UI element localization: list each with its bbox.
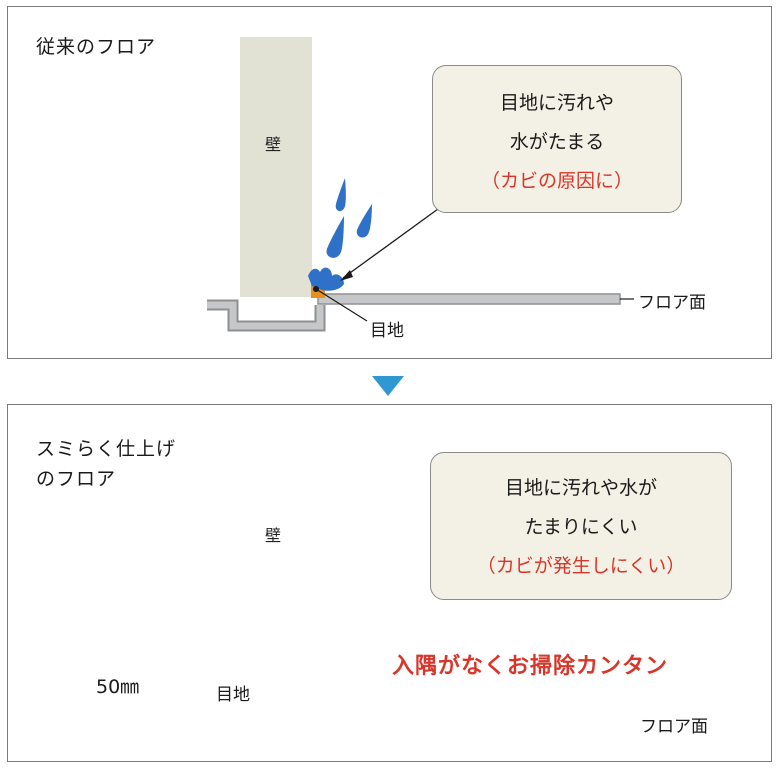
bottom-callout-line3: （カビが発生しにくい） [476, 555, 686, 577]
top-wall-label: 壁 [265, 135, 282, 154]
down-arrow-icon [372, 376, 404, 396]
top-floor-trim [207, 299, 326, 332]
bottom-panel-title-line2: のフロア [36, 468, 117, 490]
top-panel-title: 従来のフロア [36, 36, 157, 58]
top-callout-arrowhead [340, 270, 353, 281]
top-joint-label: 目地 [370, 321, 404, 341]
bottom-callout: 目地に汚れや水が たまりにくい （カビが発生しにくい） [430, 452, 732, 600]
top-callout-pointer [342, 208, 439, 279]
slogan: 入隅がなくお掃除カンタン [392, 654, 669, 679]
height-dimension-label: 50㎜ [96, 676, 140, 698]
top-water-drop [326, 216, 344, 258]
top-puddle [308, 267, 344, 291]
top-callout-line1: 目地に汚れや [499, 92, 614, 114]
top-water-drop [335, 178, 346, 212]
top-joint-leader [315, 288, 368, 322]
top-callout-line2: 水がたまる [509, 131, 605, 153]
top-callout: 目地に汚れや 水がたまる （カビの原因に） [432, 65, 682, 213]
top-floor-surface [317, 293, 621, 305]
bottom-callout-line2: たまりにくい [524, 516, 638, 538]
top-floor-label: フロア面 [638, 293, 706, 313]
bottom-floor-label: フロア面 [640, 717, 708, 737]
bottom-panel-title-line1: スミらく仕上げ [36, 438, 177, 460]
top-water-drop [356, 204, 372, 238]
bottom-callout-line1: 目地に汚れや水が [504, 477, 657, 499]
bottom-joint-label: 目地 [216, 685, 250, 705]
top-callout-line3: （カビの原因に） [480, 170, 633, 192]
top-joint-dot [313, 286, 319, 292]
bottom-wall-label: 壁 [265, 526, 282, 545]
top-wall [240, 37, 312, 297]
